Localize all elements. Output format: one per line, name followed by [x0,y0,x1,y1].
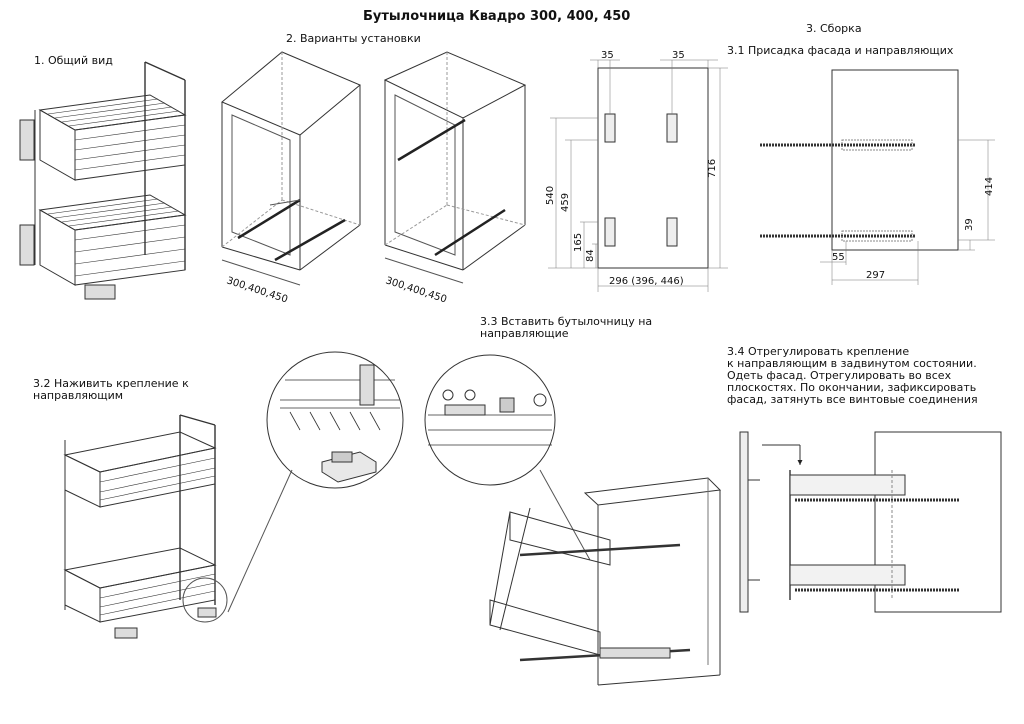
two-tier-basket-icon [63,414,228,639]
front-height-dim: 716 [707,159,718,178]
side-rail-drilling-icon [760,69,995,285]
step-3-1-label: 3.1 Присадка фасада и направляющих [727,44,954,57]
cabinet-width-dim-a: 300,400,450 [225,275,289,305]
step-3-2-label: 3.2 Наживить крепление к направляющим [33,377,189,402]
insert-basket-icon [424,354,722,686]
two-tier-basket-icon [19,61,187,300]
mount-165-dim: 165 [573,233,584,252]
adjust-front-icon [739,431,1002,613]
cabinet-with-rails-icon [383,51,527,284]
rail-setback-dim: 55 [832,252,845,263]
rail-bottom-dim: 39 [964,218,975,231]
front-width-dim: 296 (396, 446) [609,276,684,287]
rail-length-dim: 297 [866,270,885,281]
front-panel-drilling-icon [548,59,728,292]
mount-540-dim: 540 [545,186,556,205]
rail-spacing-dim: 414 [984,177,995,196]
step-3-4-label: 3.4 Отрегулировать крепление к направляю… [727,345,978,406]
front-offset-left: 35 [601,50,614,61]
cabinet-with-rails-icon [221,51,361,286]
front-offset-right: 35 [672,50,685,61]
cabinet-width-dim-b: 300,400,450 [384,275,448,305]
step-3-3-label: 3.3 Вставить бутылочницу на направляющие [480,315,653,340]
assembly-label: 3. Сборка [806,22,862,35]
mount-84-dim: 84 [585,249,596,262]
general-view-label: 1. Общий вид [34,54,113,67]
mounting-clip-icon [227,351,404,613]
mount-459-dim: 459 [560,193,571,212]
text-labels: Бутылочница Квадро 300, 400, 450 1. Общи… [34,9,995,306]
drawing-title: Бутылочница Квадро 300, 400, 450 [363,9,630,24]
install-variants-label: 2. Варианты установки [286,32,421,45]
